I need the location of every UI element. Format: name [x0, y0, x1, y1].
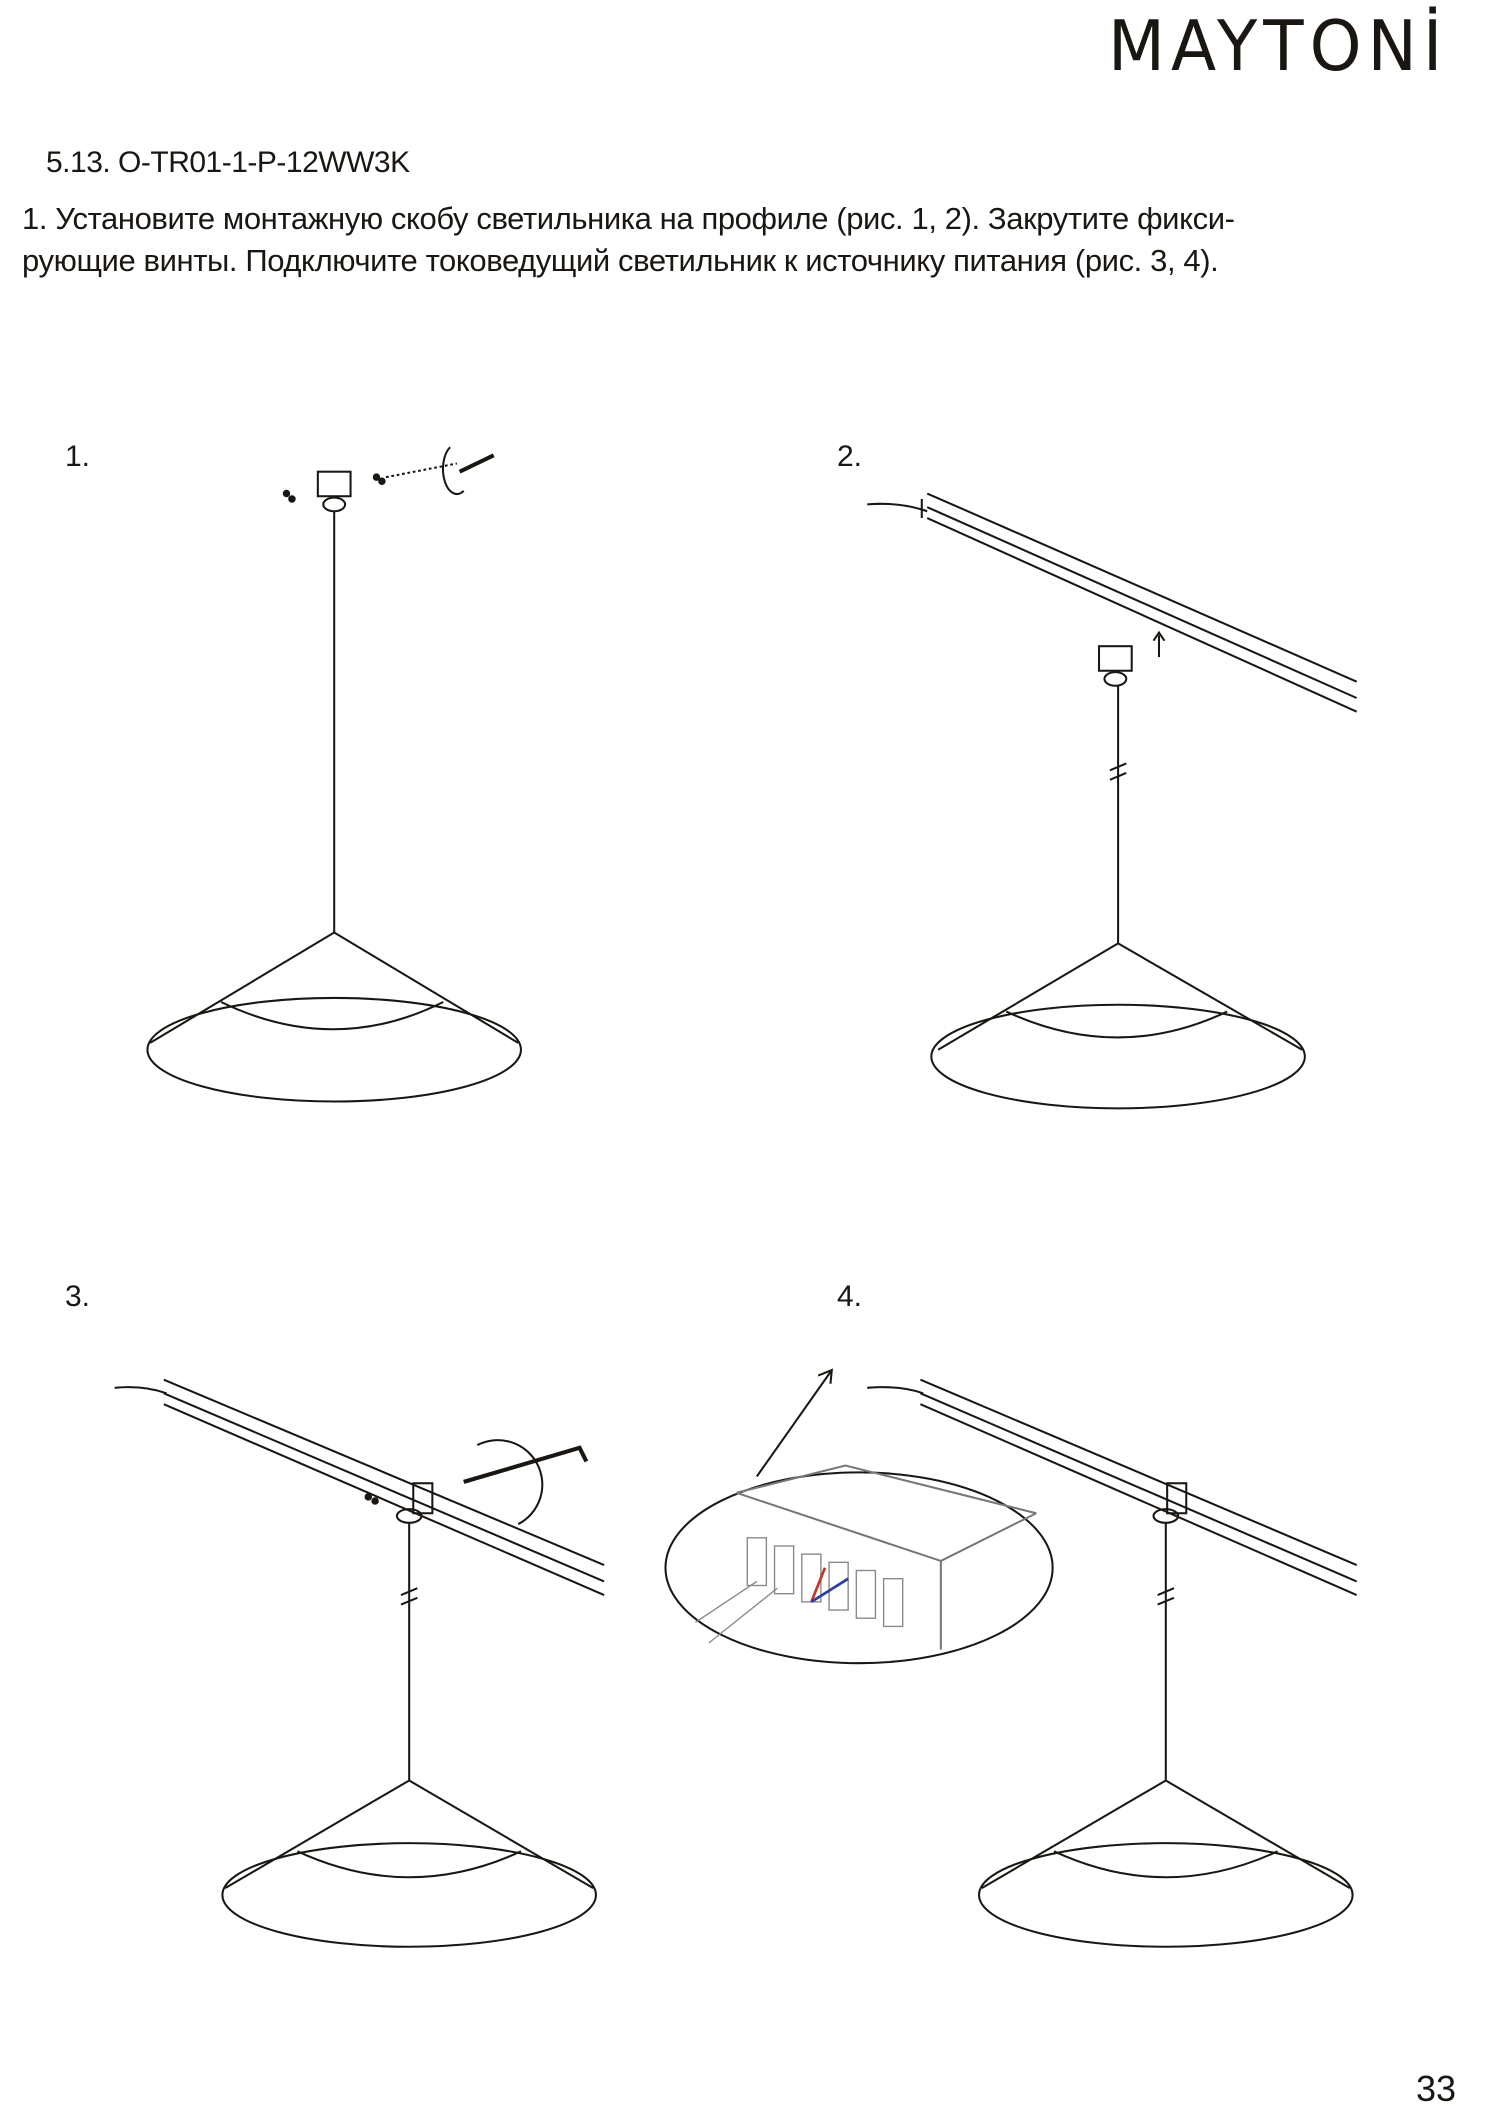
hex-key-icon [463, 1445, 589, 1484]
instruction-line: рующие винты. Подключите токоведущий све… [22, 243, 1219, 278]
instruction-line: 1. Установите монтажную скобу светильник… [22, 201, 1235, 236]
power-wire [867, 502, 928, 513]
rotate-arrow-icon [476, 1439, 544, 1526]
brand-logo: MAYTONİ [1108, 6, 1449, 87]
track-profile [920, 492, 1358, 713]
figure-1-lamp [146, 446, 522, 1103]
figure-2-track-lamp [867, 492, 1358, 1110]
page-number: 33 [1416, 2068, 1457, 2109]
rotate-arrow-icon [441, 446, 465, 496]
mount-bracket [316, 470, 352, 498]
hex-key-icon [458, 453, 495, 474]
figure-label-3: 3. [65, 1280, 91, 1313]
figure-4-power-connection [664, 1368, 1358, 1948]
figure-label-4: 4. [837, 1280, 863, 1313]
section-title: 5.13. O-TR01-1-P-12WW3K [46, 146, 410, 179]
figure-label-1: 1. [65, 440, 91, 473]
instruction-text: 1. Установите монтажную скобу светильник… [22, 198, 1492, 282]
power-supply-detail [664, 1471, 1054, 1665]
figure-label-2: 2. [837, 440, 863, 473]
figure-3-track-lamp [114, 1378, 605, 1948]
track-profile [163, 1378, 605, 1596]
lamp-shade [146, 996, 522, 1103]
